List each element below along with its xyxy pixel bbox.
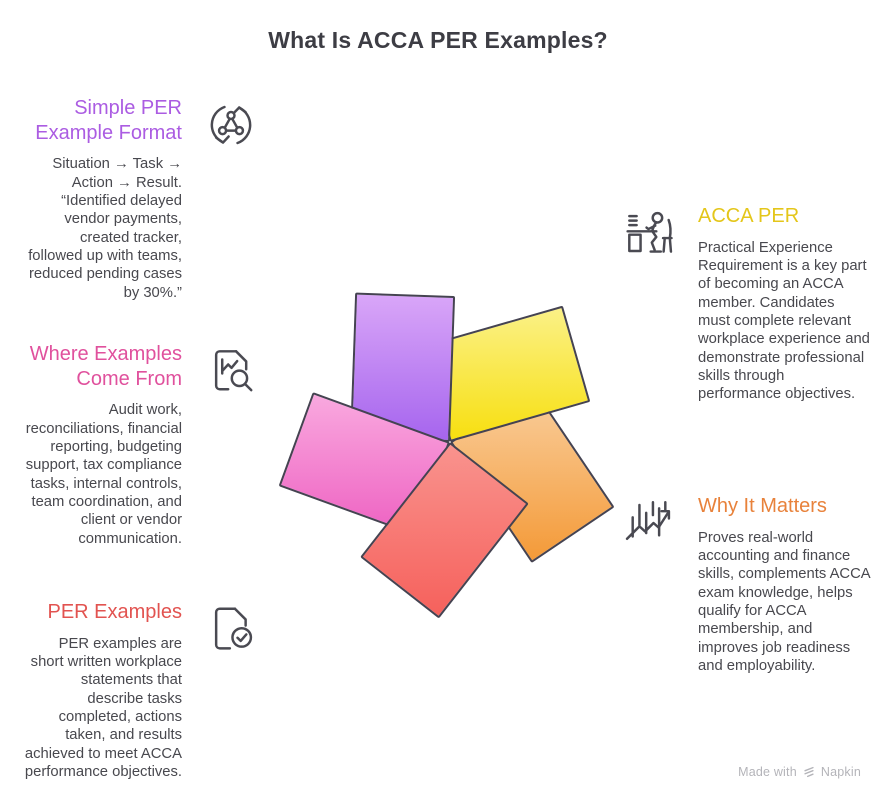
section-heading: Simple PER Example Format [35,97,182,144]
document-chart-search-icon [202,344,260,402]
section-where-examples-come-from: Where Examples Come From Audit work, rec… [22,342,260,548]
petal-red [360,442,529,619]
section-simple-per-example-format: Simple PER Example Format Situation → Ta… [22,96,260,302]
section-heading: Where Examples Come From [29,343,182,390]
person-at-desk-icon [620,206,678,264]
section-per-examples: PER Examples PER examples are short writ… [22,600,260,781]
section-body: Practical Experience Requirement is a ke… [698,239,870,403]
petal-yellow [422,305,591,442]
document-check-icon [202,602,260,660]
section-heading: ACCA PER [698,205,800,227]
section-body: PER examples are short written workplace… [24,635,182,780]
petal-pink [278,392,450,536]
section-body: Audit work, reconciliations, financial r… [25,402,182,547]
section-body: Proves real-world accounting and finance… [698,529,870,674]
section-why-it-matters: Why It Matters Proves real-world account… [620,494,870,675]
petal-orange [450,386,615,564]
made-with-label: Made with [738,765,797,779]
section-heading: PER Examples [47,601,183,623]
cycle-nodes-icon [202,98,260,156]
napkin-logo-icon [804,766,814,778]
brand-label: Napkin [820,765,861,779]
candlestick-growth-icon [620,496,678,554]
page-title: What Is ACCA PER Examples? [268,27,608,53]
section-acca-per: ACCA PER Practical Experience Requiremen… [620,204,870,404]
petal-purple [350,292,456,442]
section-body: Situation → Task → Action → Result. “Ide… [28,156,182,301]
section-heading: Why It Matters [698,495,827,517]
napkin-credit-link[interactable]: Made with Napkin [738,765,861,779]
